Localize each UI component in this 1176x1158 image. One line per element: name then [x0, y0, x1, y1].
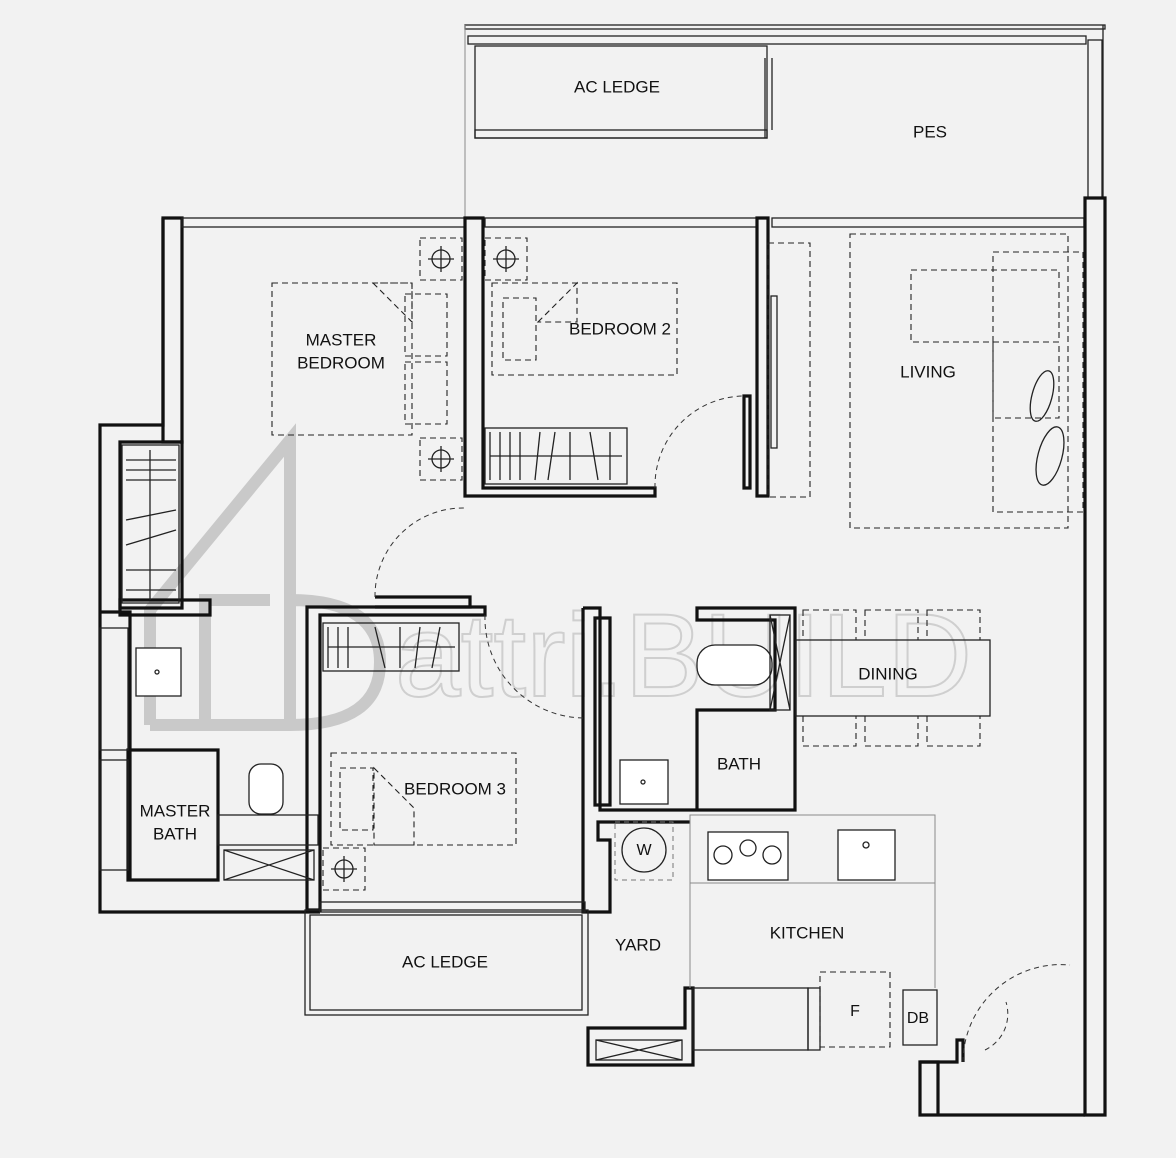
master-bed [271, 282, 413, 436]
master-bath-toilet [248, 763, 284, 815]
label-master-bedroom-1: MASTER [306, 330, 377, 349]
label-bedroom-3: BEDROOM 3 [404, 779, 506, 798]
label-db: DB [907, 1010, 929, 1027]
label-washer: W [636, 842, 652, 859]
label-ac-ledge-bottom: AC LEDGE [402, 952, 488, 971]
furniture [121, 233, 1084, 891]
washer-icon [621, 827, 667, 873]
kitchen-sink [837, 829, 896, 881]
label-yard: YARD [615, 935, 661, 954]
label-bedroom-2: BEDROOM 2 [569, 319, 671, 338]
label-master-bath-2: BATH [153, 824, 197, 843]
dining-table [795, 639, 991, 717]
label-bath: BATH [717, 754, 761, 773]
bath-toilet [696, 644, 773, 686]
label-fridge: F [850, 1003, 860, 1020]
bedroom-3-bed [330, 752, 517, 846]
db-box [902, 989, 938, 1046]
room-labels: AC LEDGE PES MASTER BEDROOM BEDROOM 2 LI… [140, 77, 956, 1027]
ac-ledge-top [474, 45, 773, 139]
watermark-letter-d [284, 593, 387, 731]
label-master-bedroom-2: BEDROOM [297, 353, 385, 372]
label-pes: PES [913, 122, 947, 141]
label-living: LIVING [900, 362, 956, 381]
exterior-walls [98, 196, 1107, 1117]
ac-ledge-bottom [304, 901, 589, 1016]
bedroom-2-bed [491, 282, 678, 376]
label-dining: DINING [858, 664, 918, 683]
fixtures [135, 614, 938, 1061]
watermark: attri.BUILD [144, 423, 973, 731]
pes-area [464, 24, 1106, 220]
door-swings [374, 395, 1071, 1063]
label-ac-ledge-top: AC LEDGE [574, 77, 660, 96]
bath-basin [619, 759, 669, 805]
label-master-bath-1: MASTER [140, 801, 211, 820]
label-kitchen: KITCHEN [770, 923, 845, 942]
watermark-text: attri.BUILD [395, 590, 972, 722]
living-rug [849, 233, 1069, 529]
